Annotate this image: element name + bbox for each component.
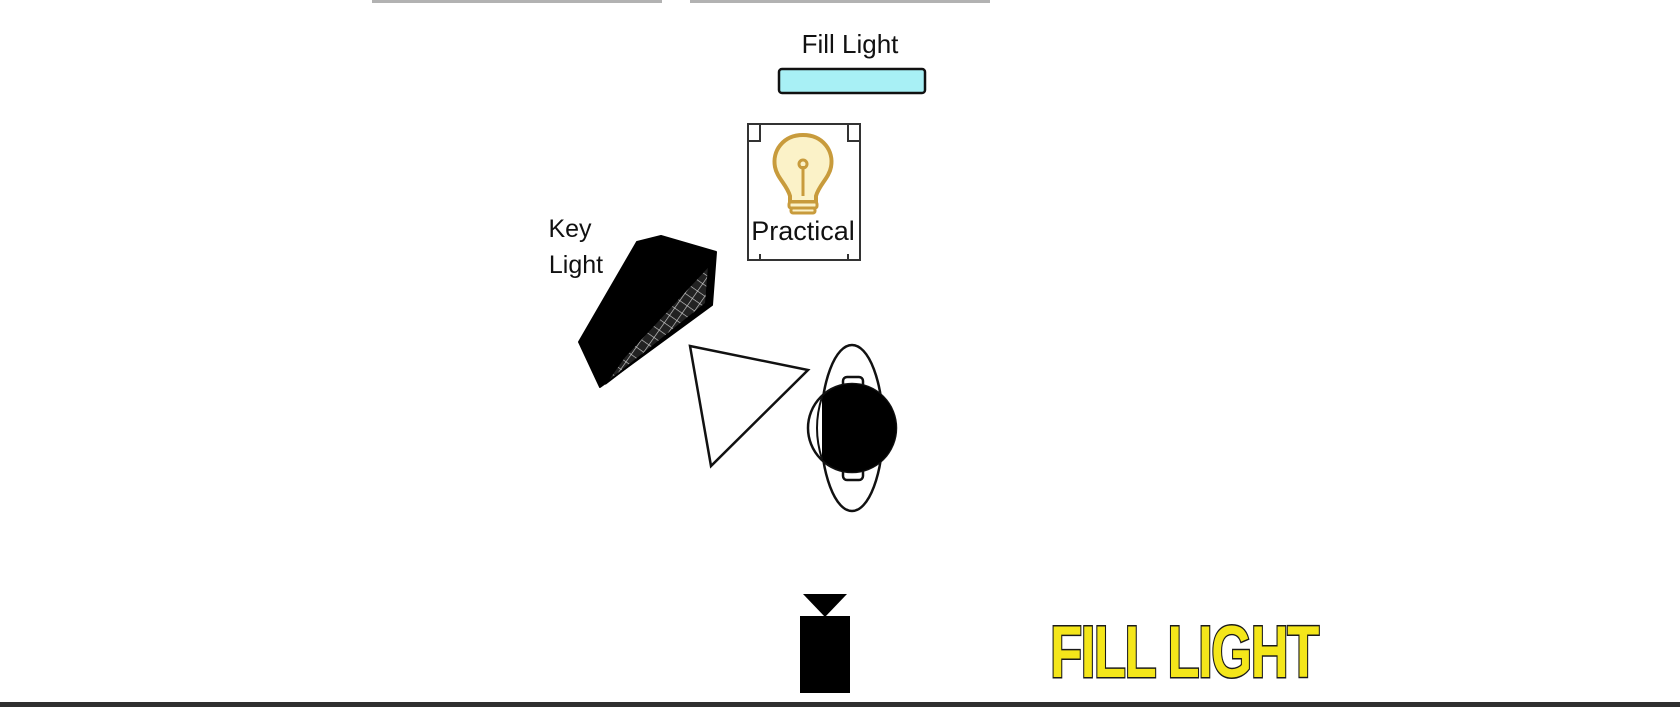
subject-top-view-icon xyxy=(806,343,898,513)
practical-frame xyxy=(747,123,861,261)
light-direction-triangle xyxy=(688,344,811,469)
practical-label: Practical xyxy=(751,216,855,246)
softbox-icon xyxy=(578,235,717,388)
fill-light-panel-icon xyxy=(777,67,927,95)
fill-light-label: Fill Light xyxy=(802,29,900,59)
light-bulb-icon xyxy=(772,132,834,215)
key-light-label-line2: Light xyxy=(549,251,603,279)
cropped-top-text xyxy=(372,0,990,3)
camera-icon xyxy=(800,594,850,693)
key-light-label-line1: Key xyxy=(548,215,592,243)
fill-light-caption: FILL LIGHT xyxy=(1050,612,1319,693)
bottom-border xyxy=(0,702,1680,707)
